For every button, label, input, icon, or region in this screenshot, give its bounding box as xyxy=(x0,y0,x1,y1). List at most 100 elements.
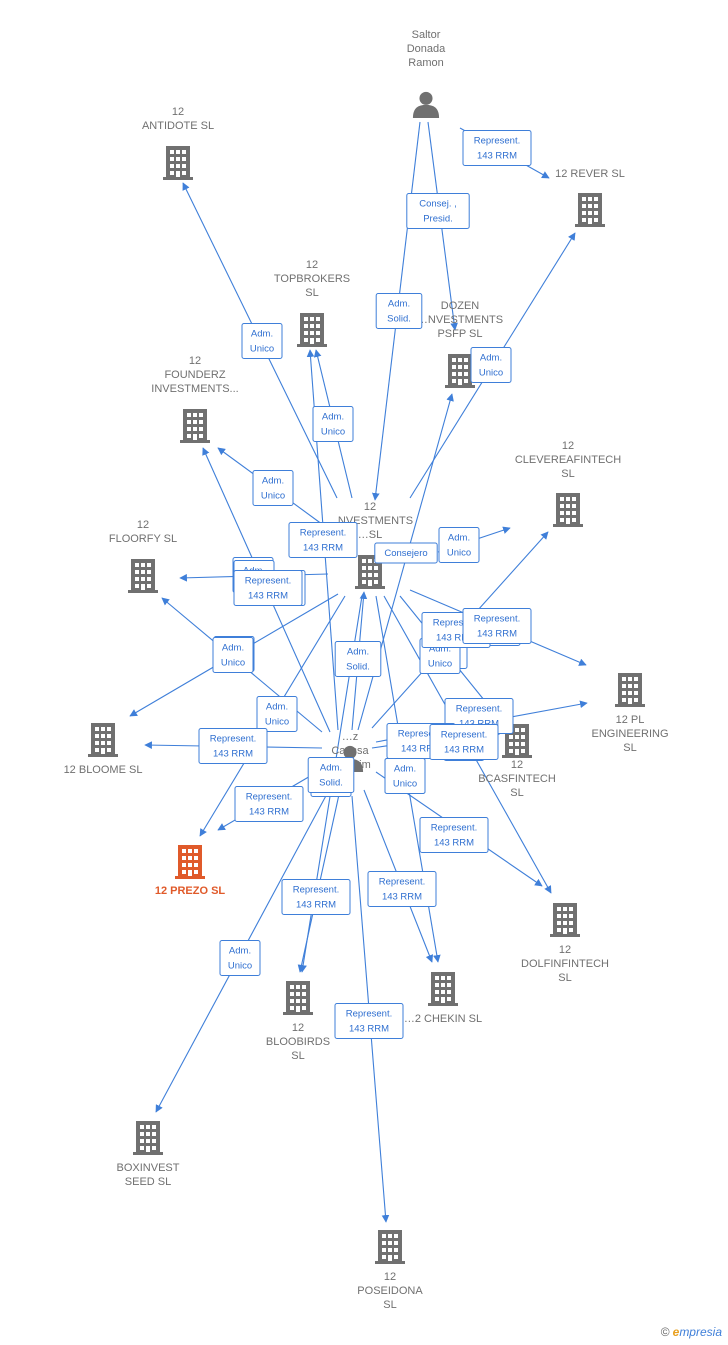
node-label: Caussa xyxy=(331,745,369,757)
edge-label-alt-center_person-to-investments[interactable]: Adm.Solid. xyxy=(307,757,355,793)
node-label: SL xyxy=(291,1050,304,1062)
node-label: TOPBROKERS xyxy=(274,273,350,285)
edge-label-investments-to-rever[interactable]: Adm.Unico xyxy=(470,347,512,383)
edge-label-text: 143 RRM xyxy=(434,838,474,849)
edge-label-text: Adm. xyxy=(222,643,244,654)
person-icon xyxy=(412,91,440,118)
edge-label-center_person-to-boxinvest[interactable]: Adm.Unico xyxy=(219,940,261,976)
edge-label-center_person-to-founderz[interactable]: Represent. 143 RRM xyxy=(233,570,303,606)
node-label: BCASFINTECH xyxy=(478,773,556,785)
edge-label-center_person-to-investments[interactable]: Adm.Solid. xyxy=(334,641,382,677)
node-prezo[interactable]: 12 PREZO SL xyxy=(155,845,226,897)
edge-label-alt-investments-to-chekin[interactable]: Adm.Unico xyxy=(384,758,426,794)
edge-label-text: Represent. xyxy=(346,1009,392,1020)
edge-label-center_person-to-poseidona[interactable]: Represent.143 RRM xyxy=(334,1003,404,1039)
edge-label-text: Represent. xyxy=(431,823,477,834)
edge-label-investments-to-clevereafintech[interactable]: Adm.Unico xyxy=(438,527,480,563)
building-icon xyxy=(615,673,645,707)
edge-label-center_person-to-dolfinfintech[interactable]: Represent. 143 RRM xyxy=(419,817,489,853)
edge-label-center_person-to-bloobirds[interactable]: Represent.143 RRM xyxy=(281,879,351,915)
edge-label-text: 143 RRM xyxy=(401,744,441,755)
node-chekin[interactable]: …2 CHEKIN SL xyxy=(404,972,482,1025)
edge-label-center_person-to-topbrokers[interactable]: Represent.143 RRM xyxy=(288,522,358,558)
node-label: Ramon xyxy=(408,57,443,69)
edge-label-text: Represent. xyxy=(246,792,292,803)
edge-label-text: Represent. xyxy=(433,618,479,629)
edge-label-center_person-to-dozen[interactable]: Consejero xyxy=(374,542,438,564)
edge-label-saltor-to-investments[interactable]: Adm.Solid. xyxy=(375,293,423,329)
edge-label-investments-to-topbrokers[interactable]: Adm. Unico xyxy=(312,406,354,442)
building-icon xyxy=(175,845,205,879)
edge-label-text: Adm. xyxy=(347,647,369,658)
node-label: 12 PREZO SL xyxy=(155,885,226,897)
edge-label-text: Consejero xyxy=(384,548,427,559)
node-label: 12 REVER SL xyxy=(555,168,625,180)
node-label: FOUNDERZ xyxy=(164,369,225,381)
building-icon xyxy=(283,981,313,1015)
node-label: PSFP SL xyxy=(437,328,482,340)
node-label: SL xyxy=(305,287,318,299)
edge-label-text: 143 RRM xyxy=(249,807,289,818)
node-label: SL xyxy=(558,972,571,984)
node-label: Saltor xyxy=(412,29,441,41)
building-icon xyxy=(297,313,327,347)
edge-label-text: Adm. xyxy=(388,299,410,310)
edge-label-text: Represent. xyxy=(300,528,346,539)
edge-label-text: 143 RRM xyxy=(436,633,476,644)
footer-brand[interactable]: ©empresia xyxy=(661,1325,722,1339)
edge-label-investments-to-antidote[interactable]: Adm.Unico xyxy=(241,323,283,359)
node-bloome[interactable]: 12 BLOOME SL xyxy=(64,723,143,776)
edge-label-investments-to-founderz[interactable]: Adm.Unico xyxy=(252,470,294,506)
building-icon xyxy=(128,559,158,593)
edge-label-text: Unico xyxy=(228,961,252,972)
edge-label-alt-investments-to-prezo[interactable]: Adm.Unico xyxy=(212,637,254,673)
edge-label-center_person-to-bloome[interactable]: Represent.143 RRM xyxy=(198,728,268,764)
node-founderz[interactable]: 12FOUNDERZINVESTMENTS... xyxy=(151,355,239,443)
edge-label-text: Unico xyxy=(428,659,452,670)
edge-label-investments-to-prezo[interactable]: Adm.Unico xyxy=(256,696,298,732)
building-icon xyxy=(553,493,583,527)
node-label: ANTIDOTE SL xyxy=(142,120,214,132)
edge-label-text: 143 RRM xyxy=(477,629,517,640)
edge-label-text: Unico xyxy=(250,344,274,355)
building-icon xyxy=(375,1230,405,1264)
node-label: DOLFINFINTECH xyxy=(521,958,609,970)
edge-label-text: Represent. xyxy=(379,877,425,888)
edge-label-text: Represent. xyxy=(245,576,291,587)
edge-label-text: Unico xyxy=(321,427,345,438)
node-label: SL xyxy=(561,468,574,480)
node-label: CLEVEREAFINTECH xyxy=(515,454,621,466)
node-label: FLOORFY SL xyxy=(109,533,177,545)
edge-label-text: 143 RRM xyxy=(382,892,422,903)
edge-label-text: 143 RRM xyxy=(248,591,288,602)
edge-label-saltor-to-dozen[interactable]: Consej. ,Presid. xyxy=(406,193,470,229)
edge-label-alt-center_person-to-clevereafintech[interactable]: Represent.143 RRM xyxy=(462,608,532,644)
node-label: …NVESTMENTS xyxy=(417,314,503,326)
edge-label-text: Unico xyxy=(265,717,289,728)
edge-label-center_person-to-chekin[interactable]: Represent. 143 RRM xyxy=(367,871,437,907)
building-icon xyxy=(180,409,210,443)
edge-label-alt-center_person-to-bcasfintech[interactable]: Represent.143 RRM xyxy=(429,724,499,760)
node-label: BOXINVEST xyxy=(117,1162,180,1174)
edge-label-text: Solid. xyxy=(319,778,343,789)
edge-label-text: Adm. xyxy=(322,412,344,423)
node-label: …2 CHEKIN SL xyxy=(404,1013,482,1025)
edge-label-center_person-to-prezo[interactable]: Represent. 143 RRM xyxy=(234,786,304,822)
edge-label-text: 143 RRM xyxy=(296,900,336,911)
edge-label-saltor-to-rever[interactable]: Represent.143 RRM xyxy=(462,130,532,166)
edge-label-text: 143 RRM xyxy=(213,749,253,760)
edge-label-text: Represent. xyxy=(456,704,502,715)
node-rever[interactable]: 12 REVER SL xyxy=(555,168,625,227)
